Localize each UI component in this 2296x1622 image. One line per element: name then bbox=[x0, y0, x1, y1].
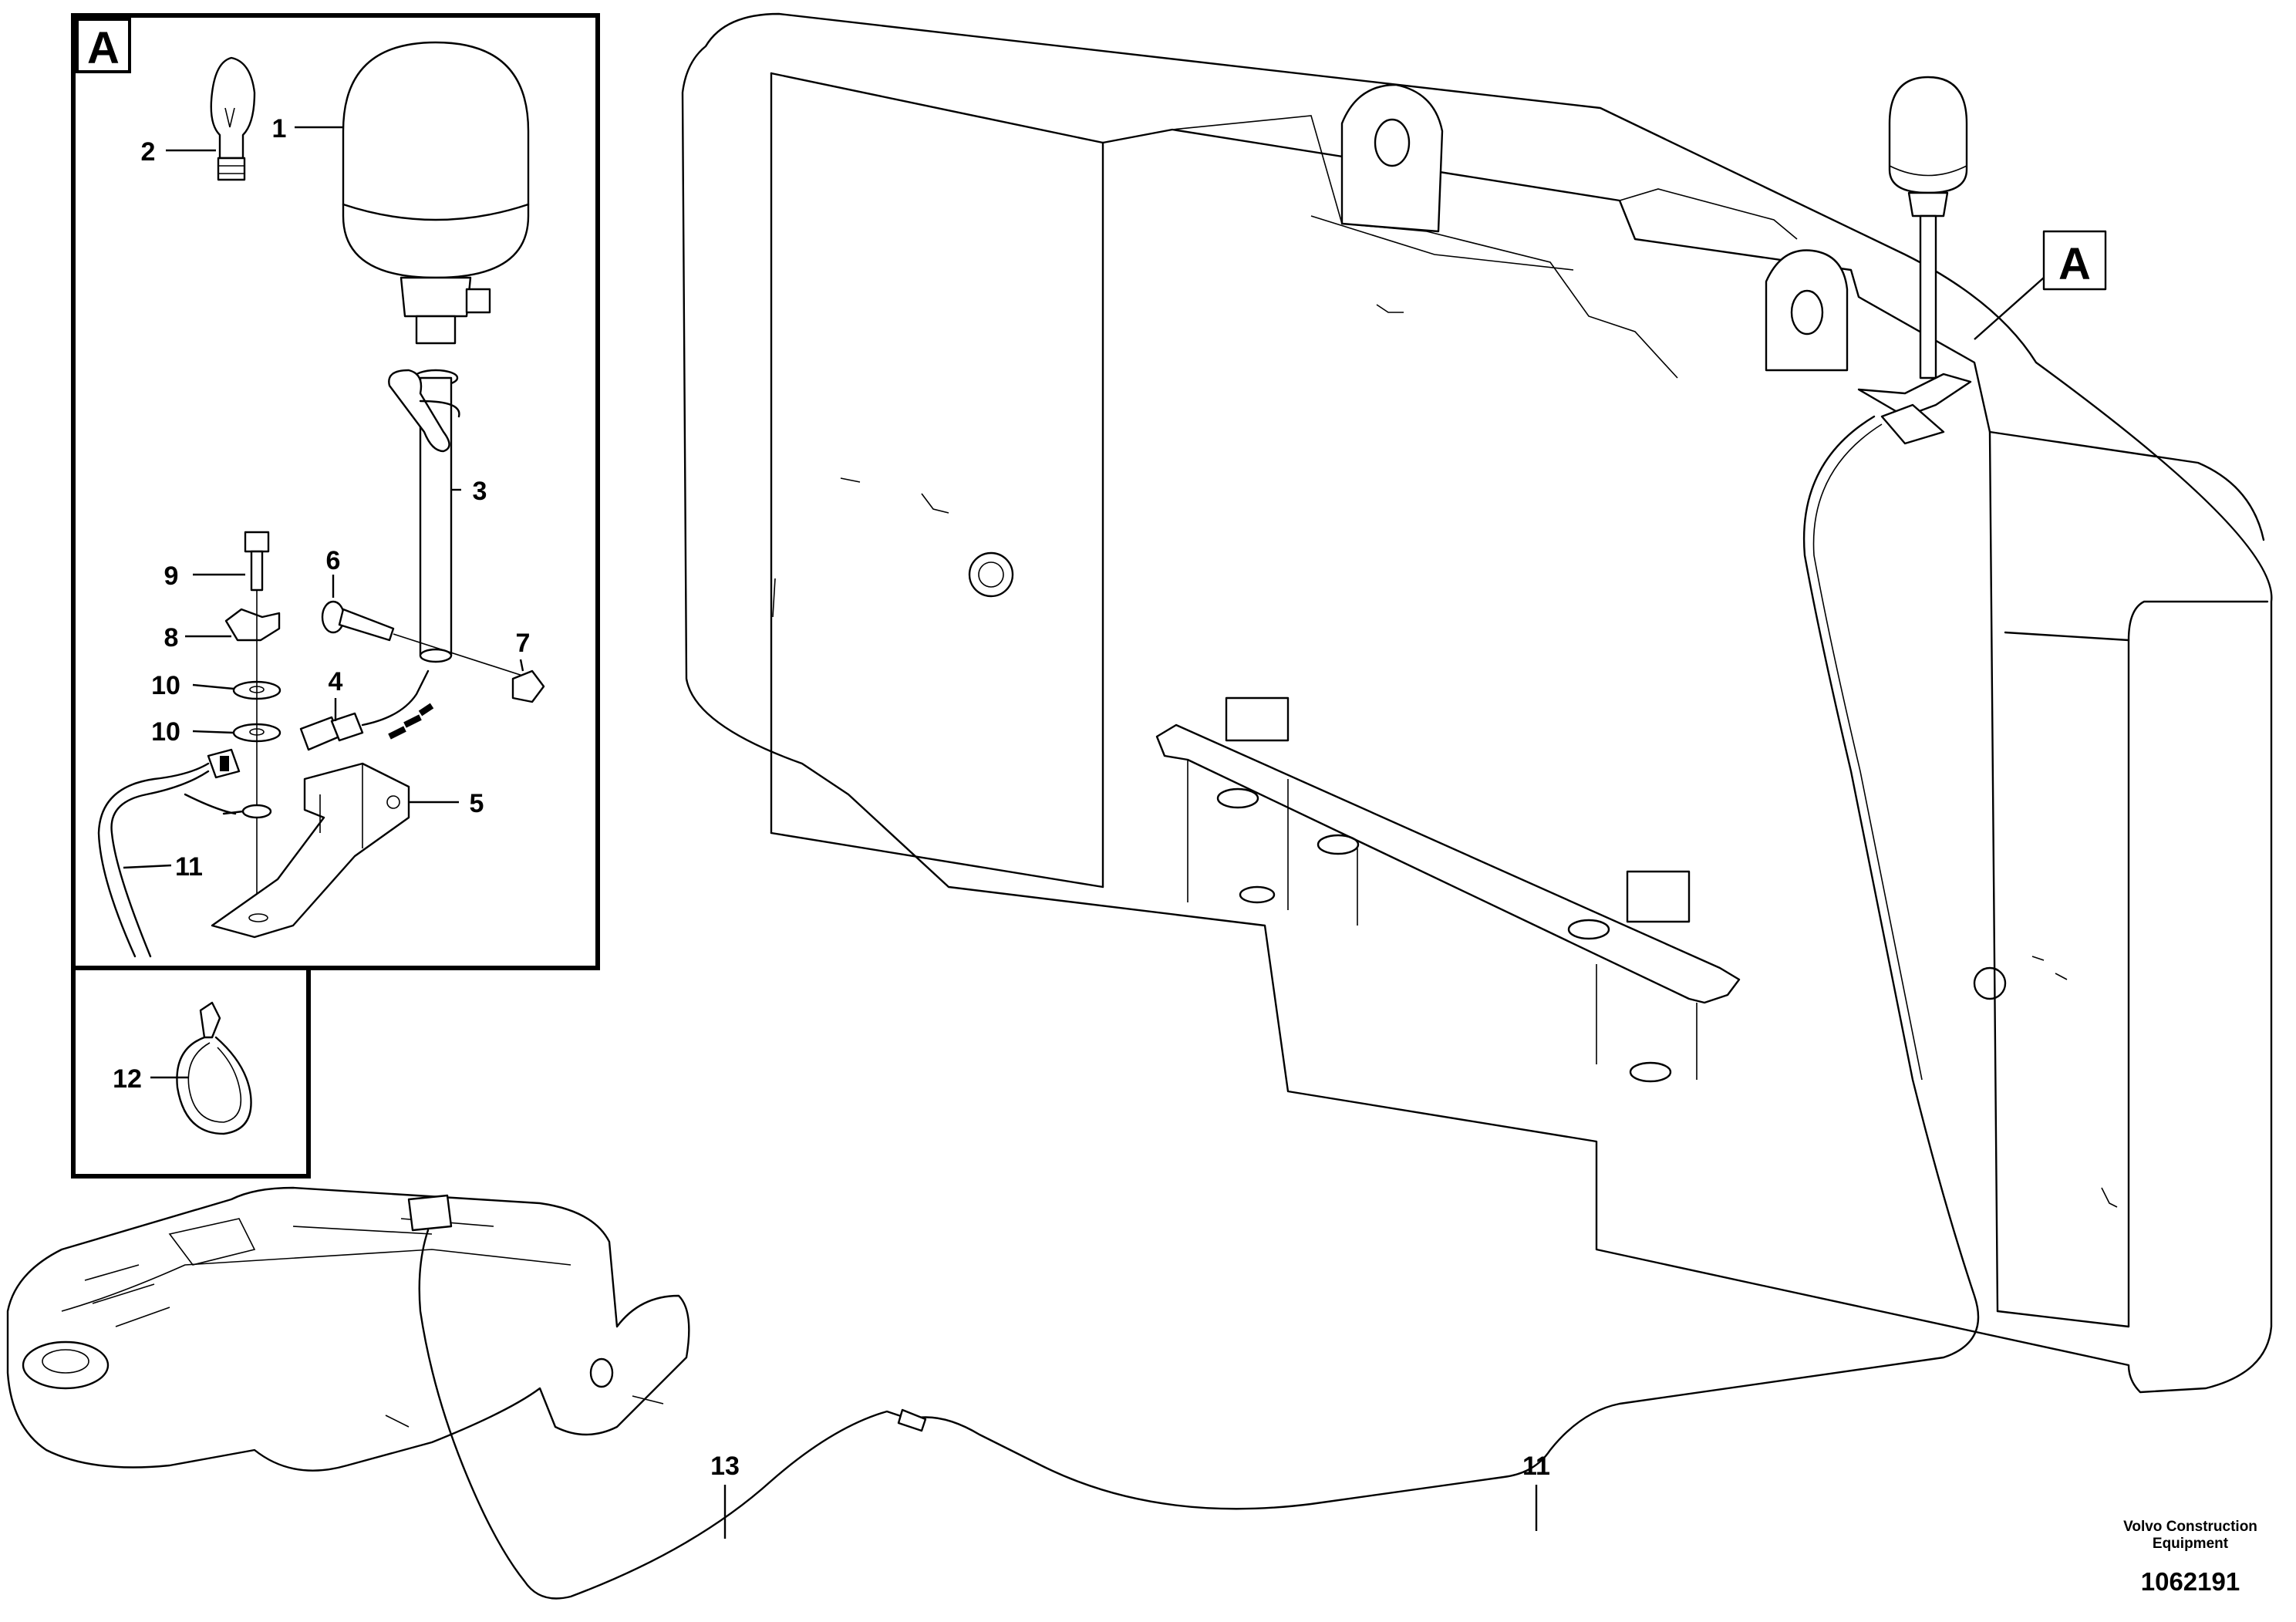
callout-10-lower: 10 bbox=[151, 717, 180, 747]
beacon-mounted bbox=[1857, 76, 1972, 445]
credit-line-1: Volvo Construction bbox=[2123, 1519, 2257, 1535]
bulb-part bbox=[210, 56, 256, 181]
callout-4: 4 bbox=[329, 667, 343, 696]
main-view-callouts: 13 11 bbox=[710, 1452, 1550, 1539]
callout-8: 8 bbox=[164, 623, 179, 653]
document-number: 1062191 bbox=[2141, 1567, 2240, 1596]
counterweight bbox=[681, 12, 2273, 1394]
callout-12: 12 bbox=[113, 1064, 142, 1094]
detail-view-tag: A bbox=[87, 23, 120, 73]
cable-tie-view: 12 bbox=[71, 966, 311, 1179]
callout-11-detail: 11 bbox=[175, 852, 203, 882]
cab-console bbox=[6, 1186, 690, 1472]
wire-harness bbox=[418, 415, 1980, 1600]
screw-nut bbox=[321, 600, 545, 703]
bolt-stack bbox=[224, 531, 282, 918]
callout-10-upper: 10 bbox=[151, 671, 180, 700]
bracket-part bbox=[211, 762, 410, 939]
callout-5: 5 bbox=[470, 789, 484, 818]
callout-2: 2 bbox=[141, 137, 156, 167]
harness-detail bbox=[97, 748, 272, 958]
callout-3: 3 bbox=[473, 477, 487, 506]
callout-11-main: 11 bbox=[1522, 1452, 1550, 1481]
footer: Volvo Construction Equipment 1062191 bbox=[2123, 1519, 2257, 1596]
main-view-tag: A bbox=[1974, 230, 2107, 340]
callout-7: 7 bbox=[516, 629, 531, 658]
connector-part bbox=[299, 669, 434, 751]
detail-view-a: A bbox=[71, 13, 600, 970]
beacon-part bbox=[342, 41, 530, 345]
mast-tube-part bbox=[388, 369, 460, 663]
main-view-tag-label: A bbox=[2058, 239, 2091, 289]
credit-line-2: Equipment bbox=[2153, 1536, 2229, 1552]
callout-9: 9 bbox=[164, 561, 179, 591]
callout-13: 13 bbox=[710, 1452, 740, 1481]
callout-6: 6 bbox=[326, 546, 341, 575]
callout-1: 1 bbox=[272, 114, 287, 143]
